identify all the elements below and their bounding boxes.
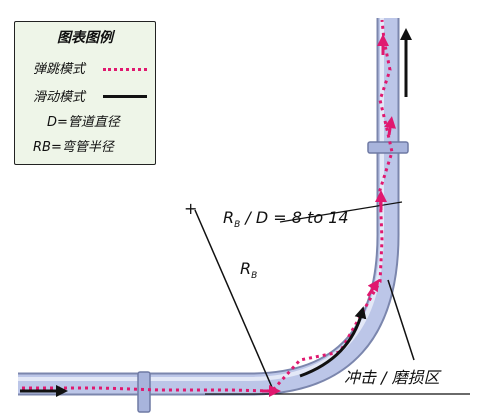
ratio-label-sub: B xyxy=(234,220,241,231)
bend-radius-label: RB xyxy=(240,259,257,281)
ratio-label-r: R xyxy=(223,208,235,227)
legend-title: 图表图例 xyxy=(57,30,113,46)
legend-label-bend-radius: RB=弯管半径 xyxy=(33,140,114,155)
bounce-arrow-2 xyxy=(366,279,380,297)
legend-box: 图表图例 弹跳模式 滑动模式 D=管道直径 RB=弯管半径 xyxy=(14,21,156,165)
bend-radius-label-sub: B xyxy=(251,271,258,282)
bend-radius-line xyxy=(194,209,275,393)
flange-vertical xyxy=(367,141,409,154)
pipe-body-fill xyxy=(18,18,398,394)
impact-wear-zone-label: 冲击 / 磨损区 xyxy=(344,368,440,387)
legend-swatch-bounce-mode xyxy=(103,68,147,71)
legend-label-pipe-diameter: D=管道直径 xyxy=(47,115,120,130)
flange-horizontal xyxy=(137,371,151,413)
bend-radius-label-r: R xyxy=(240,259,252,278)
legend-label-slide-mode: 滑动模式 xyxy=(33,90,86,105)
slide-mode-path xyxy=(299,306,367,378)
impact-zone-leader xyxy=(387,279,415,361)
plus-marker: + xyxy=(184,199,198,218)
bounce-arrow-4 xyxy=(384,116,397,136)
legend-swatch-slide-mode xyxy=(103,95,147,98)
legend-label-bounce-mode: 弹跳模式 xyxy=(33,62,86,77)
ratio-label-rest: / D = 8 to 14 xyxy=(240,208,349,227)
bounce-mode-path xyxy=(22,19,394,393)
ratio-label: RB / D = 8 to 14 xyxy=(223,208,349,230)
